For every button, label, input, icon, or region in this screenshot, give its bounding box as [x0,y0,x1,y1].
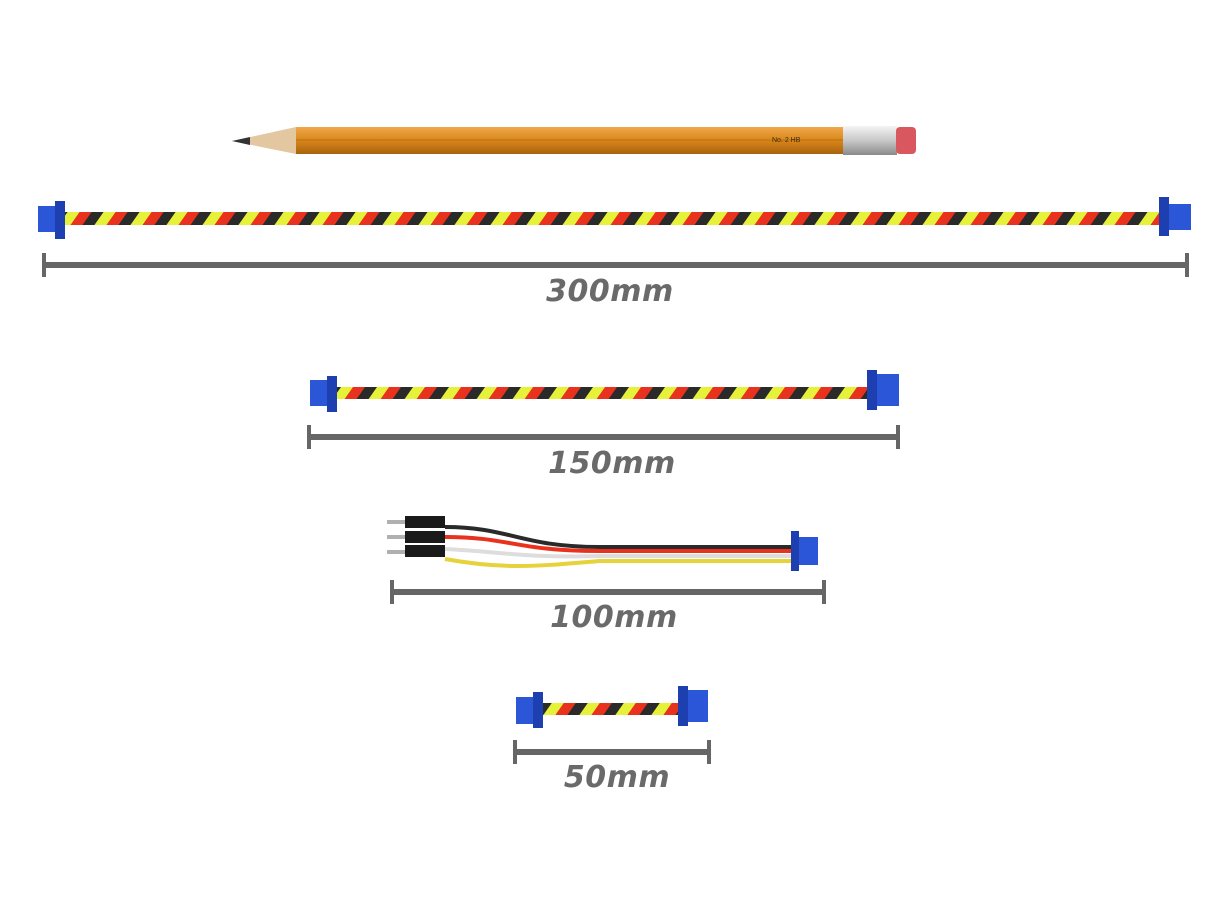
pencil: No. 2 HB [232,126,916,155]
connector-left [310,376,337,412]
connector-right [867,370,899,410]
dimension-line-50mm [513,740,711,764]
cable-300mm [38,197,1191,239]
length-label-100mm: 100mm [550,600,678,635]
connector-left [38,201,65,239]
dimension-line-100mm [390,580,826,604]
length-label-300mm: 300mm [546,274,674,309]
connector-right [791,531,818,571]
length-label-150mm: 150mm [548,446,676,481]
pencil-label: No. 2 HB [772,137,801,144]
cable-100mm [387,516,818,571]
cable-150mm [310,370,899,412]
jumper-pins [387,516,445,557]
dimension-line-150mm [307,425,900,449]
cable-50mm [516,686,708,728]
dimension-line-300mm [42,253,1189,277]
connector-right [1159,197,1191,236]
connector-left [516,692,543,728]
connector-right [678,686,708,726]
length-label-50mm: 50mm [563,760,671,795]
